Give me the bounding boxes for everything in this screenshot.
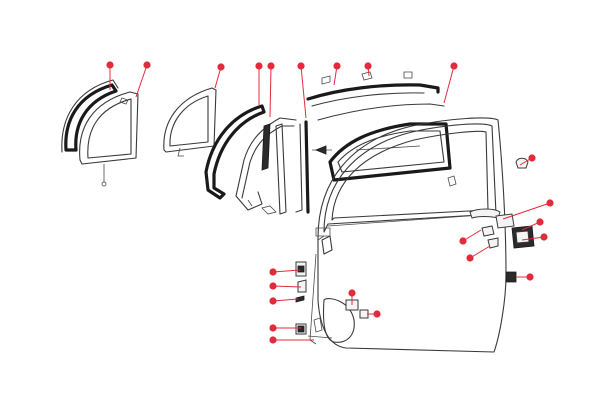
- callout-marker-8: [364, 62, 372, 70]
- glass-run-part: [235, 117, 297, 215]
- callout-marker-17: [269, 268, 277, 276]
- callout-leader-2: [135, 64, 148, 98]
- callout-marker-7: [333, 62, 341, 70]
- callout-marker-15: [466, 254, 474, 262]
- callout-leader-13: [521, 236, 545, 241]
- callout-leader-3: [214, 66, 222, 89]
- callout-marker-14: [459, 237, 467, 245]
- vertical-seal-part: [295, 120, 310, 214]
- callout-leader-5: [269, 65, 272, 118]
- callout-marker-3: [217, 63, 225, 71]
- callout-marker-9: [450, 62, 458, 70]
- callout-marker-2: [143, 61, 151, 69]
- callout-marker-19: [269, 297, 277, 305]
- window-seal-part: [204, 104, 266, 200]
- vent-seal-part: [61, 79, 119, 153]
- callout-marker-4: [255, 62, 263, 70]
- callout-leader-15: [469, 245, 491, 259]
- callout-marker-23: [269, 336, 277, 344]
- callout-leader-17: [272, 269, 301, 273]
- callout-marker-21: [373, 310, 381, 318]
- callout-marker-10: [528, 154, 536, 162]
- callout-marker-20: [348, 289, 356, 297]
- callout-layer: [106, 61, 554, 344]
- callout-marker-18: [269, 282, 277, 290]
- callout-marker-12: [536, 218, 544, 226]
- left-hardware-parts: [295, 261, 369, 335]
- callout-marker-11: [546, 199, 554, 207]
- vent-frame-part: [79, 91, 139, 187]
- callout-leader-9: [443, 65, 455, 104]
- callout-marker-5: [267, 62, 275, 70]
- door-shell-part: [307, 117, 507, 353]
- callout-marker-13: [540, 233, 548, 241]
- callout-leader-11: [502, 202, 551, 220]
- callout-leader-19: [272, 298, 299, 302]
- callout-marker-6: [297, 62, 305, 70]
- callout-leader-6: [300, 65, 307, 119]
- vent-glass-part: [163, 87, 217, 157]
- callout-marker-16: [526, 273, 534, 281]
- top-molding-part: [306, 71, 445, 121]
- callout-marker-1: [106, 61, 114, 69]
- callout-leader-18: [272, 285, 302, 288]
- callout-marker-22: [269, 324, 277, 332]
- right-hardware-parts: [481, 157, 535, 283]
